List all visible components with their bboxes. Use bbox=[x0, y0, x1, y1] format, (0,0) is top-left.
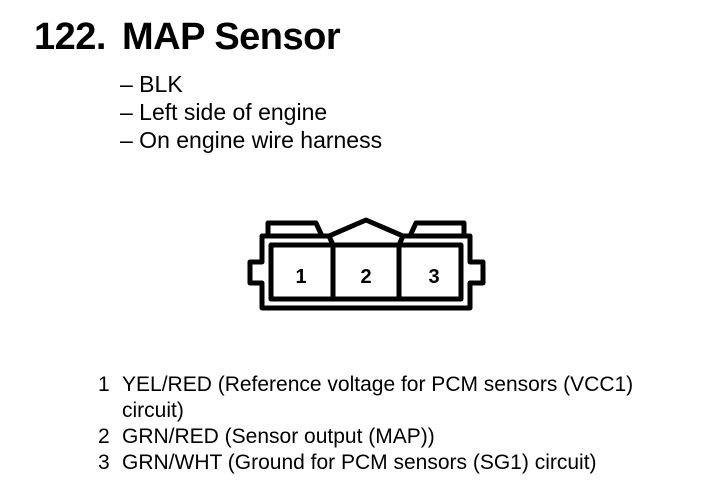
right-latch bbox=[407, 220, 467, 238]
terminal-cavity bbox=[268, 242, 464, 302]
key-right bbox=[396, 234, 406, 247]
spec-color: – BLK bbox=[120, 71, 183, 97]
spec-location: – Left side of engine bbox=[120, 99, 328, 125]
pin-number: 3 bbox=[98, 451, 110, 474]
pin-number: 2 bbox=[98, 425, 110, 448]
pin-list: 1 YEL/RED (Reference voltage for PCM sen… bbox=[98, 372, 682, 476]
key-left bbox=[326, 234, 336, 247]
pin-description: GRN/WHT (Ground for PCM sensors (SG1) ci… bbox=[122, 451, 597, 474]
left-latch bbox=[265, 220, 325, 238]
terminal-label-1: 1 bbox=[295, 266, 306, 288]
pin-description: GRN/RED (Sensor output (MAP)) bbox=[122, 425, 435, 448]
pin-item: 3 GRN/WHT (Ground for PCM sensors (SG1) … bbox=[98, 450, 682, 476]
section-title: MAP Sensor bbox=[122, 16, 341, 58]
spec-harness: – On engine wire harness bbox=[120, 127, 383, 153]
page-title: 122. MAP Sensor bbox=[34, 14, 341, 60]
connector-specs: – BLK – Left side of engine – On engine … bbox=[120, 70, 382, 154]
pin-description: YEL/RED (Reference voltage for PCM senso… bbox=[122, 373, 634, 422]
pin-item: 1 YEL/RED (Reference voltage for PCM sen… bbox=[98, 372, 682, 424]
section-number: 122. bbox=[34, 16, 106, 58]
terminal-label-2: 2 bbox=[360, 266, 371, 288]
pin-number: 1 bbox=[98, 373, 110, 396]
connector-housing bbox=[247, 217, 486, 311]
pin-item: 2 GRN/RED (Sensor output (MAP)) bbox=[98, 424, 682, 450]
terminal-label-3: 3 bbox=[428, 266, 439, 288]
